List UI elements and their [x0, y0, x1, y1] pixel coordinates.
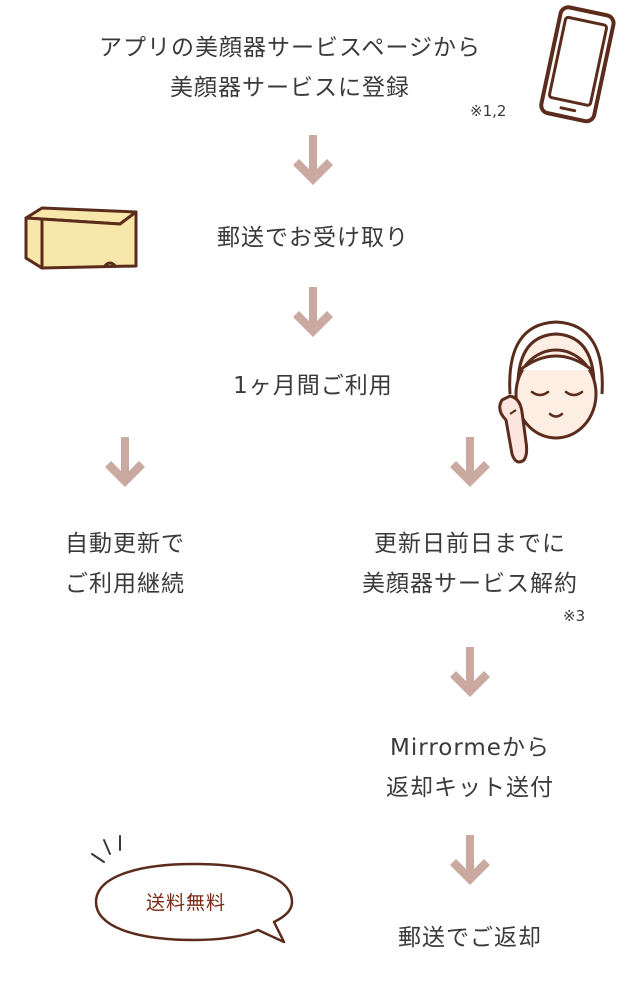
- step-cancel-line2: 美顔器サービス解約: [362, 571, 578, 597]
- step-return-mail-label: 郵送でご返却: [398, 925, 542, 951]
- step-auto-renew-line1: 自動更新で: [65, 531, 185, 557]
- step-return-kit-line2: 返却キット送付: [386, 775, 554, 801]
- free-shipping-label: 送料無料: [146, 892, 227, 914]
- step-auto-renew-line2: ご利用継続: [65, 571, 185, 597]
- smartphone-icon: [539, 5, 616, 124]
- step-return-kit: Mirrormeから 返却キット送付: [345, 728, 595, 808]
- arrow-down-icon: [450, 835, 490, 885]
- step-register-line2: 美顔器サービスに登録: [170, 75, 410, 101]
- step-use: 1ヶ月間ご利用: [163, 366, 463, 406]
- step-register-line1: アプリの美顔器サービスページから: [99, 35, 481, 61]
- arrow-down-icon: [450, 437, 490, 487]
- arrow-down-icon: [293, 287, 333, 337]
- package-box-icon: [24, 206, 138, 270]
- speech-bubble-icon: [91, 835, 294, 944]
- step-register: アプリの美顔器サービスページから 美顔器サービスに登録: [60, 28, 520, 108]
- arrow-down-icon: [293, 135, 333, 185]
- arrow-down-icon: [105, 437, 145, 487]
- register-note: ※1,2: [470, 102, 507, 120]
- face-care-icon: [498, 320, 604, 464]
- step-cancel-line1: 更新日前日までに: [374, 531, 566, 557]
- step-receive-label: 郵送でお受け取り: [217, 225, 409, 251]
- arrow-down-icon: [450, 647, 490, 697]
- step-receive: 郵送でお受け取り: [163, 218, 463, 258]
- step-auto-renew: 自動更新で ご利用継続: [25, 524, 225, 604]
- step-return-kit-line1: Mirrormeから: [390, 735, 550, 761]
- cancel-note: ※3: [563, 607, 586, 625]
- step-cancel: 更新日前日までに 美顔器サービス解約: [325, 524, 615, 604]
- step-use-label: 1ヶ月間ご利用: [233, 373, 393, 399]
- step-return-mail: 郵送でご返却: [345, 918, 595, 958]
